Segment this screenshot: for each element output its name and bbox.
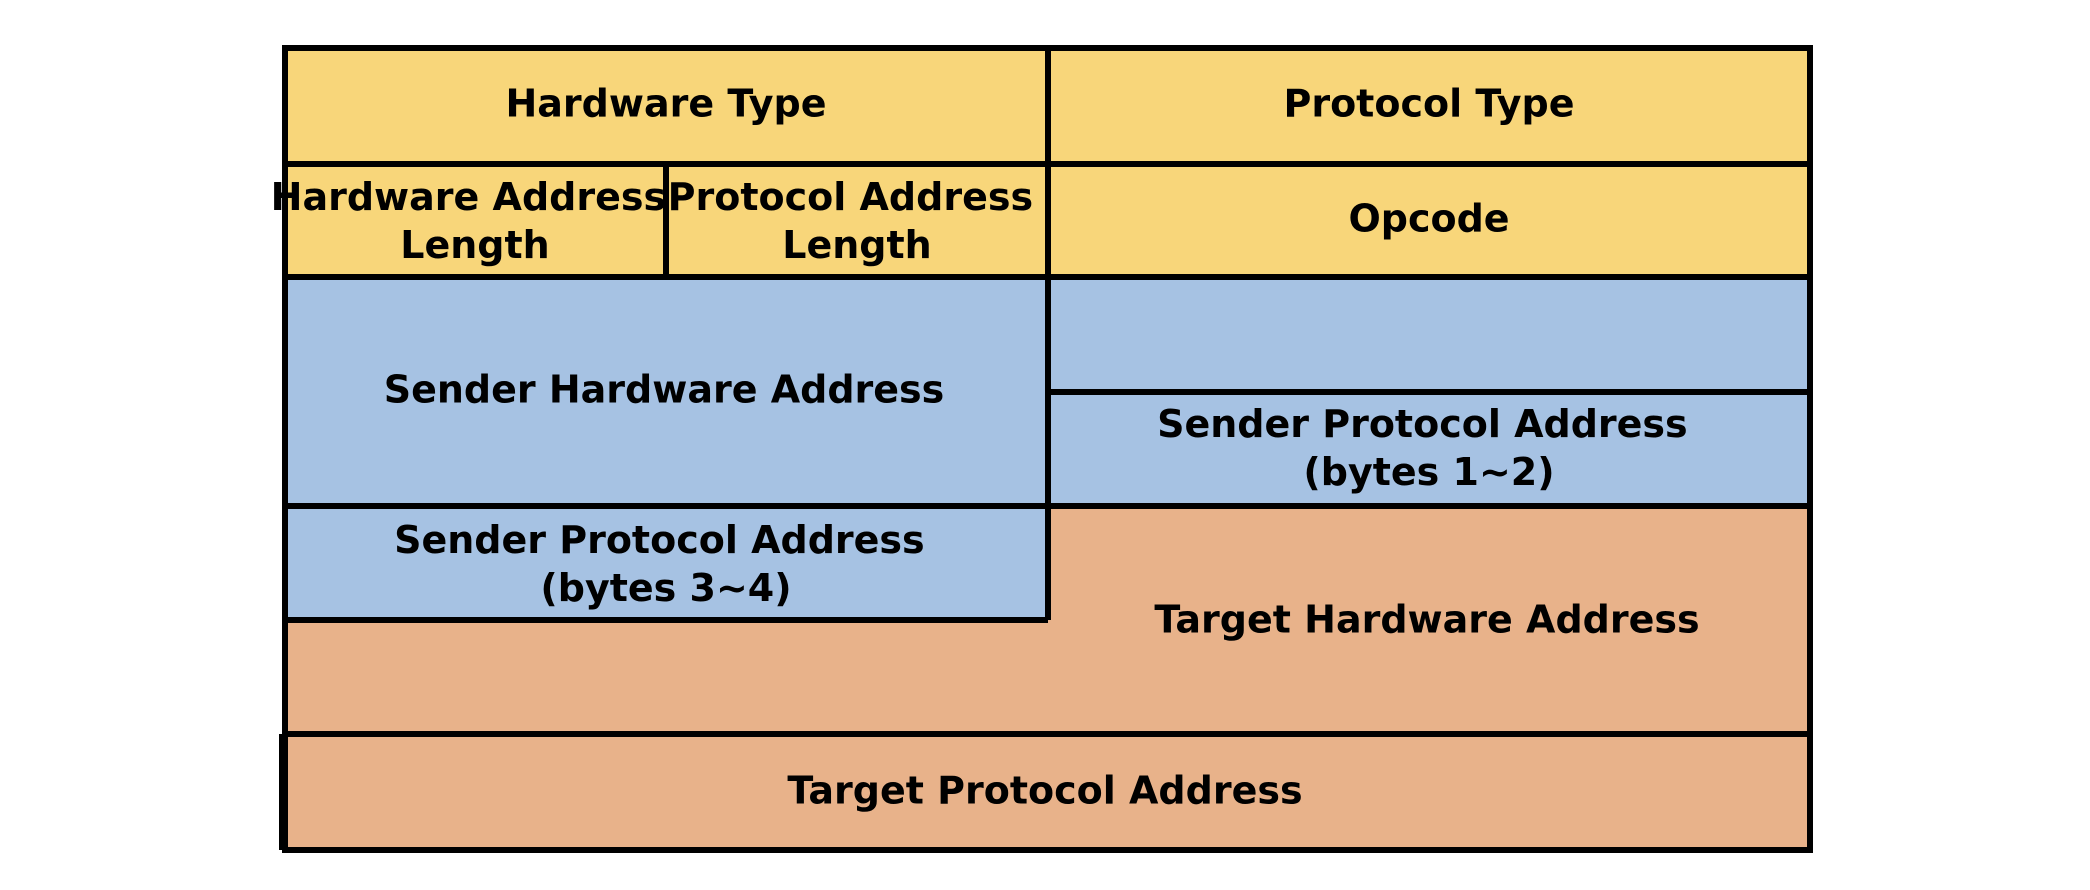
protocol-address-length-fill bbox=[666, 164, 1048, 277]
target-protocol-address-fill bbox=[283, 734, 1810, 850]
field-fills bbox=[283, 48, 1810, 850]
protocol-type-label: Protocol Type bbox=[1283, 82, 1574, 126]
target-hardware-address-label: Target Hardware Address bbox=[1154, 598, 1699, 642]
sender-protocol-address-3-4-label: Sender Protocol Address (bytes 3~4) bbox=[394, 518, 938, 610]
sender-protocol-address-3-4-fill bbox=[285, 506, 1048, 620]
hardware-type-label: Hardware Type bbox=[505, 82, 826, 126]
protocol-address-length-label: Protocol Address Length bbox=[668, 175, 1047, 267]
sender-protocol-address-1-2-fill bbox=[1048, 392, 1810, 506]
sender-hardware-address-label: Sender Hardware Address bbox=[384, 368, 945, 412]
hardware-address-length-fill bbox=[285, 164, 666, 277]
field-labels: Hardware Type Protocol Type Hardware Add… bbox=[271, 82, 1701, 813]
field-borders bbox=[279, 45, 1813, 853]
hardware-address-length-label: Hardware Address Length bbox=[271, 175, 680, 267]
hardware-type-fill bbox=[285, 48, 1048, 164]
target-protocol-address-label: Target Protocol Address bbox=[787, 769, 1302, 813]
sender-protocol-address-1-2-label: Sender Protocol Address (bytes 1~2) bbox=[1157, 402, 1701, 494]
opcode-fill bbox=[1048, 164, 1810, 277]
protocol-type-fill bbox=[1048, 48, 1810, 164]
opcode-label: Opcode bbox=[1348, 197, 1509, 241]
